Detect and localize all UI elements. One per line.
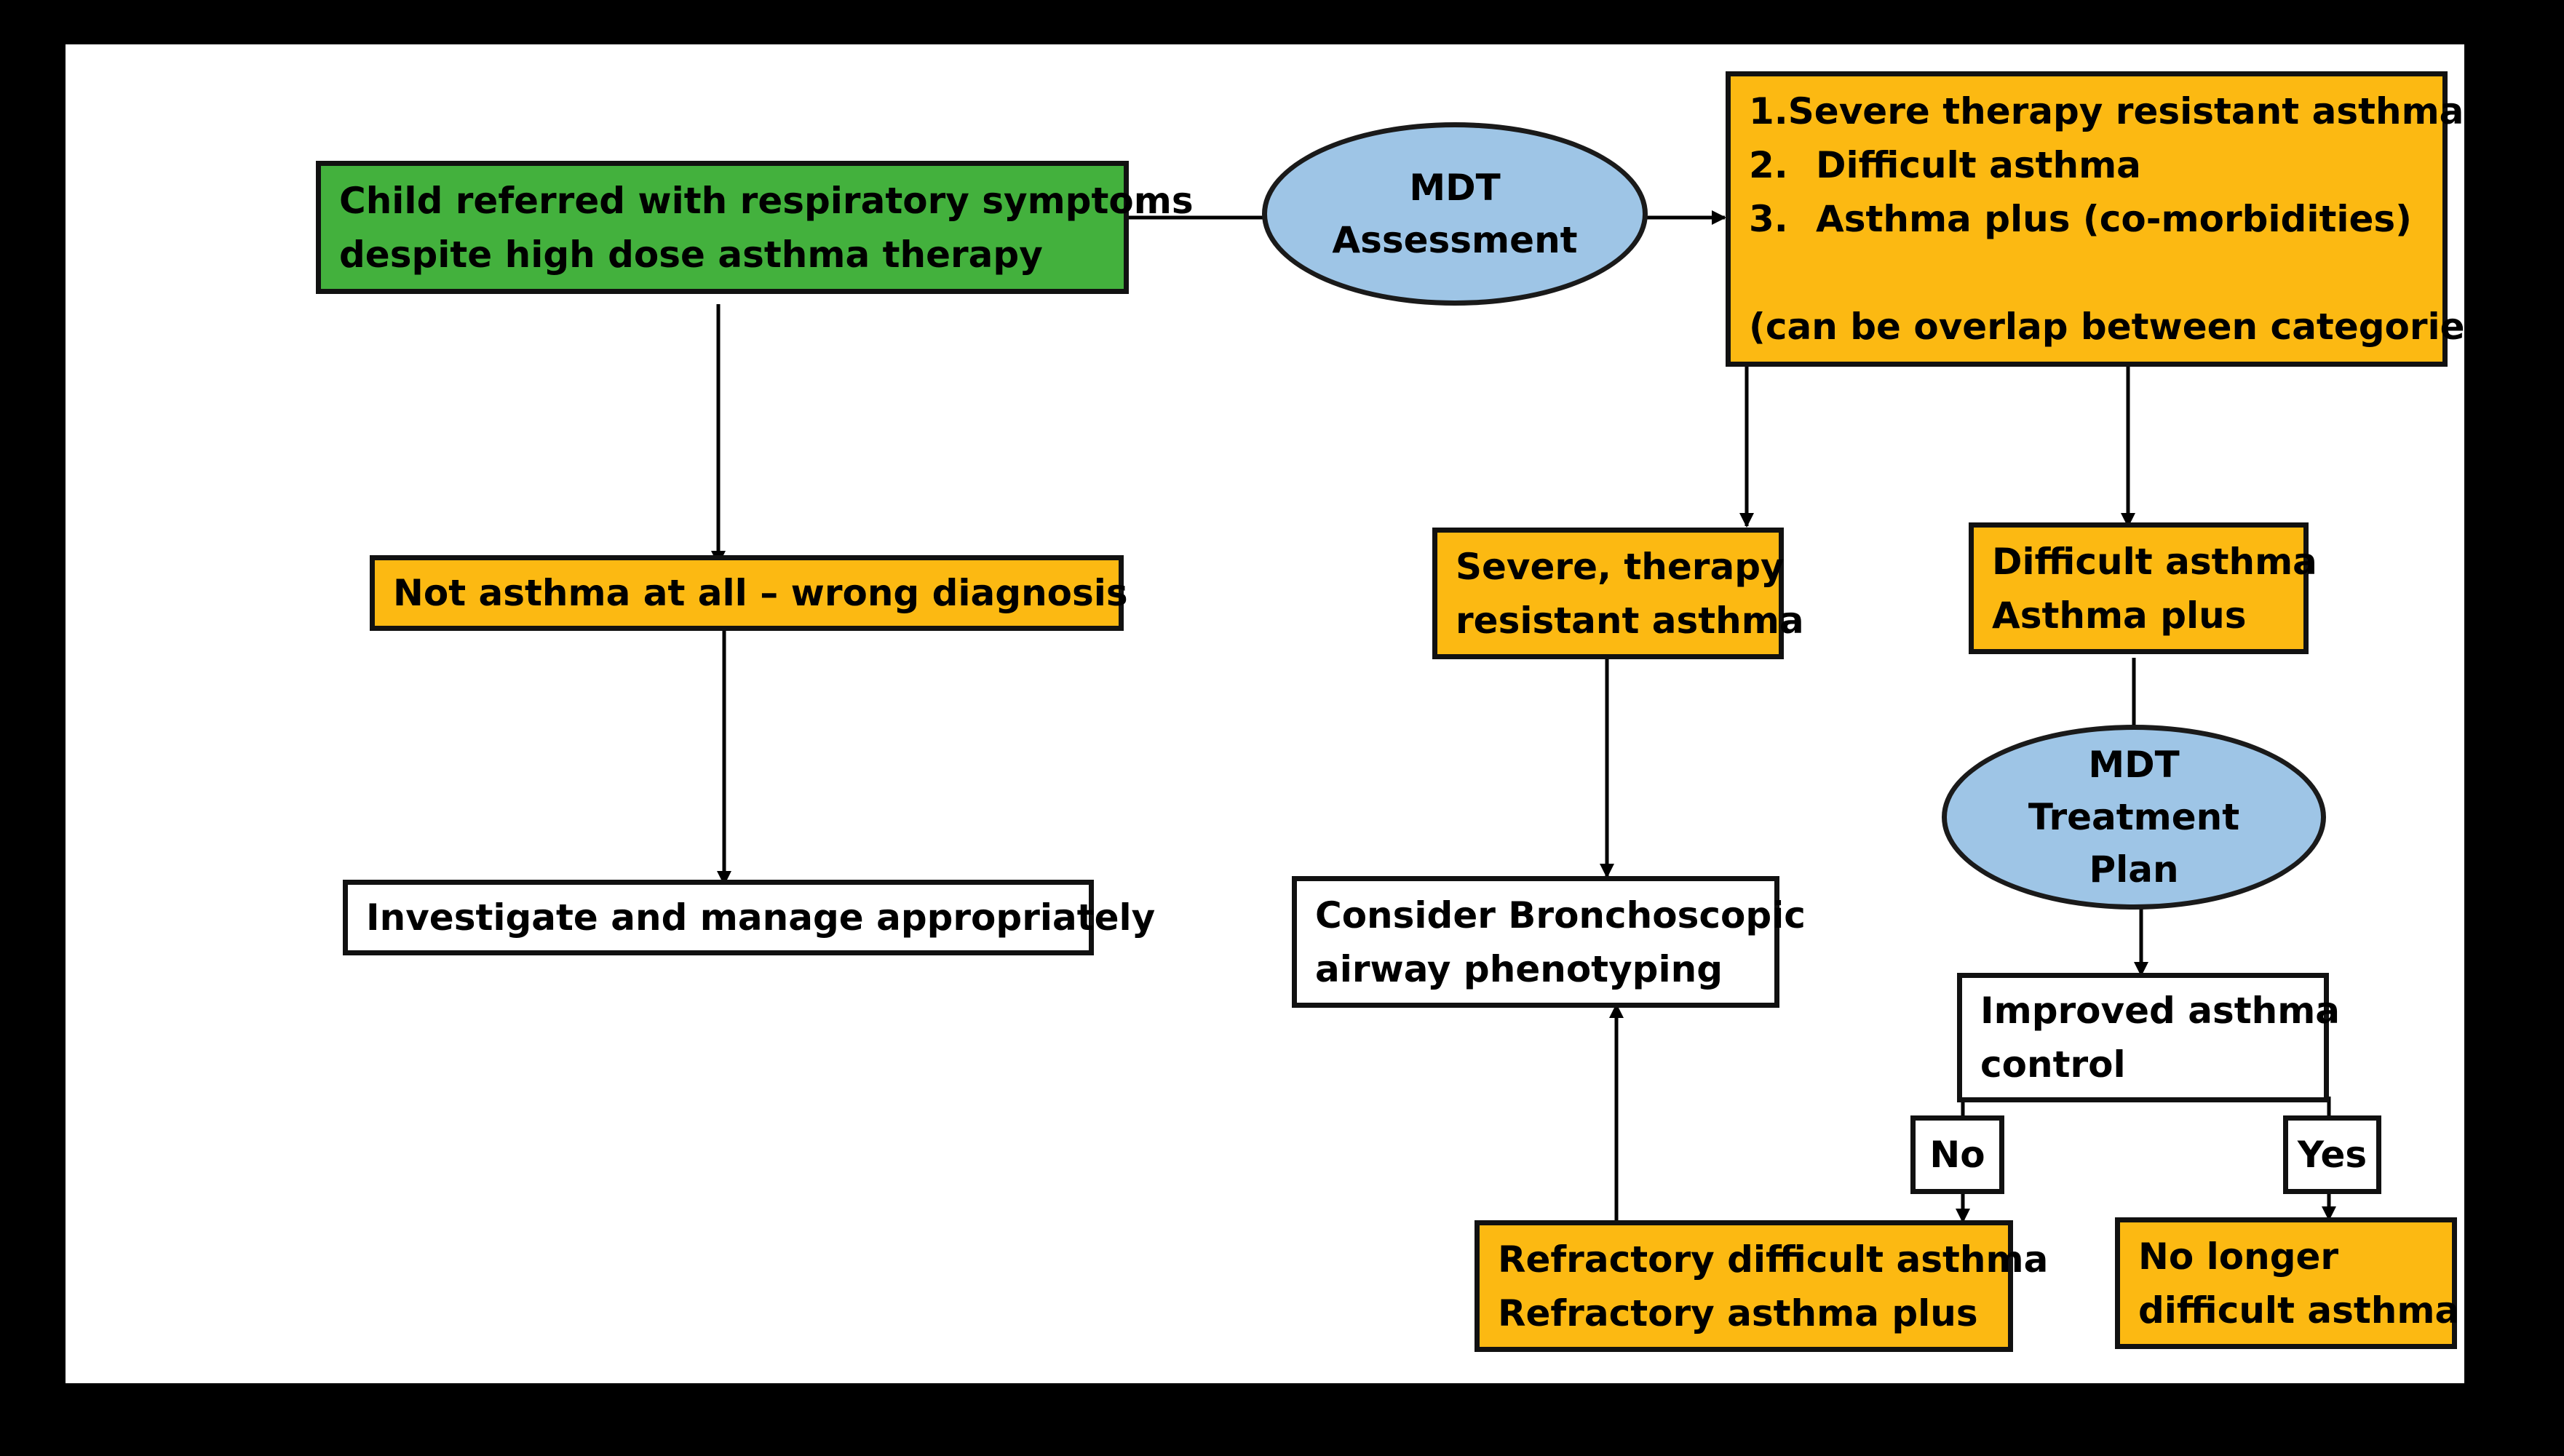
category-text-2: Difficult asthma bbox=[1816, 144, 2141, 186]
frame-bottom bbox=[0, 1433, 2564, 1456]
mdt-treatment-line-1: MDT bbox=[2088, 744, 2180, 786]
no-longer-line-2: difficult asthma bbox=[2138, 1289, 2460, 1332]
difficult-line-1: Difficult asthma bbox=[1992, 540, 2317, 583]
frame-left bbox=[0, 0, 23, 1456]
mdt-assessment-line-1: MDT bbox=[1409, 167, 1501, 209]
not-asthma-box: Not asthma at all – wrong diagnosis bbox=[370, 555, 1128, 631]
investigate-box: Investigate and manage appropriately bbox=[343, 880, 1156, 955]
mdt-assessment-line-2: Assessment bbox=[1332, 219, 1578, 261]
refractory-line-1: Refractory difficult asthma bbox=[1498, 1238, 2049, 1281]
category-text-3: Asthma plus (co-morbidities) bbox=[1816, 198, 2413, 240]
yes-label-box: Yes bbox=[2283, 1115, 2381, 1194]
mdt-treatment-line-3: Plan bbox=[2089, 848, 2179, 891]
categories-box: 1. Severe therapy resistant asthma 2. Di… bbox=[1726, 71, 2504, 367]
category-text-1: Severe therapy resistant asthma bbox=[1787, 90, 2464, 132]
no-longer-line-1: No longer bbox=[2138, 1235, 2339, 1278]
no-longer-difficult-box: No longer difficult asthma bbox=[2115, 1217, 2460, 1349]
investigate-text: Investigate and manage appropriately bbox=[366, 896, 1156, 939]
not-asthma-text: Not asthma at all – wrong diagnosis bbox=[393, 572, 1128, 614]
severe-line-2: resistant asthma bbox=[1456, 599, 1804, 642]
refractory-box: Refractory difficult asthma Refractory a… bbox=[1475, 1220, 2049, 1352]
improved-control-box: Improved asthma control bbox=[1957, 973, 2341, 1102]
start-box-referral: Child referred with respiratory symptoms… bbox=[316, 161, 1194, 294]
category-number-2: 2. bbox=[1749, 144, 1788, 186]
mdt-treatment-plan-oval: MDT Treatment Plan bbox=[1942, 725, 2326, 910]
no-label-text: No bbox=[1929, 1134, 1985, 1176]
improved-line-1: Improved asthma bbox=[1980, 990, 2341, 1032]
mdt-assessment-oval: MDT Assessment bbox=[1262, 122, 1648, 306]
category-item-2: 2. Difficult asthma bbox=[1749, 138, 2424, 192]
frame-top bbox=[0, 0, 2564, 23]
difficult-line-2: Asthma plus bbox=[1992, 594, 2247, 637]
severe-line-1: Severe, therapy bbox=[1456, 545, 1785, 588]
bronchoscopic-box: Consider Bronchoscopic airway phenotypin… bbox=[1292, 876, 1806, 1008]
yes-label-text: Yes bbox=[2297, 1134, 2367, 1176]
inner-frame-left bbox=[23, 23, 66, 1433]
start-line-2: despite high dose asthma therapy bbox=[339, 233, 1043, 276]
bronchoscopic-line-1: Consider Bronchoscopic bbox=[1315, 894, 1806, 936]
category-number-3: 3. bbox=[1749, 198, 1788, 240]
category-item-1: 1. Severe therapy resistant asthma bbox=[1749, 84, 2464, 138]
category-spacer bbox=[1749, 246, 2424, 300]
severe-box: Severe, therapy resistant asthma bbox=[1432, 528, 1804, 659]
inner-frame-right bbox=[2464, 23, 2541, 1433]
bronchoscopic-line-2: airway phenotyping bbox=[1315, 947, 1723, 990]
diagram-canvas: Child referred with respiratory symptoms… bbox=[66, 44, 2504, 1383]
improved-line-2: control bbox=[1980, 1043, 2126, 1086]
connector-layer bbox=[711, 210, 2336, 1223]
difficult-box: Difficult asthma Asthma plus bbox=[1969, 522, 2317, 654]
inner-frame-top bbox=[23, 23, 2541, 44]
frame-right bbox=[2541, 0, 2564, 1456]
start-line-1: Child referred with respiratory symptoms bbox=[339, 179, 1194, 222]
category-overlap-note: (can be overlap between categories) bbox=[1749, 306, 2504, 348]
mdt-treatment-line-2: Treatment bbox=[2028, 796, 2240, 838]
refractory-line-2: Refractory asthma plus bbox=[1498, 1292, 1978, 1334]
inner-frame-bottom bbox=[23, 1383, 2541, 1433]
no-label-box: No bbox=[1910, 1115, 2004, 1194]
category-item-3: 3. Asthma plus (co-morbidities) bbox=[1749, 192, 2424, 246]
category-number-1: 1. bbox=[1749, 90, 1788, 132]
